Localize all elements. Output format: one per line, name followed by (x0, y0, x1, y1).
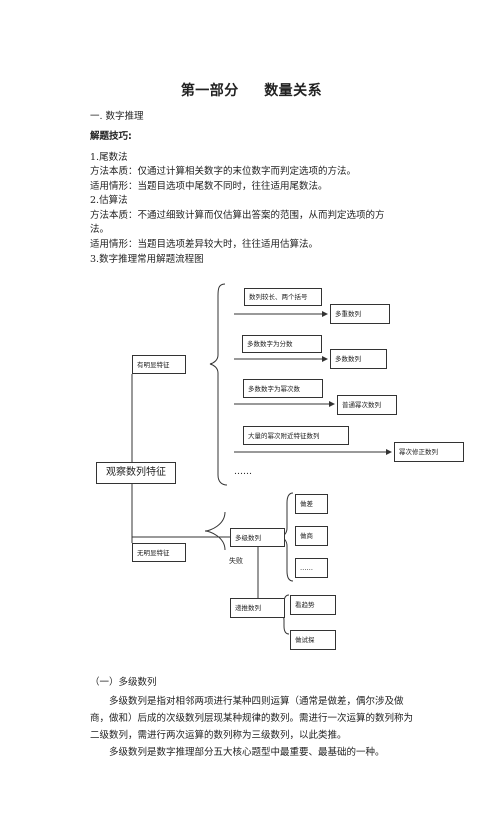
item-1-heading: 1.尾数法 (90, 152, 128, 163)
flow-heading: 3.数字推理常用解题流程图 (90, 254, 204, 265)
feature-box-2: 多数数字为分数 (242, 335, 322, 353)
item-2-heading: 2.估算法 (90, 195, 128, 206)
title-topic: 数量关系 (264, 83, 323, 99)
item-2-essence-line2: 法。 (90, 224, 110, 235)
subsection-heading: （一）多级数列 (90, 677, 157, 688)
op-box-more: …… (295, 558, 328, 578)
paragraph-2: 多级数列是数字推理部分五大核心题型中最重要、最基础的一种。 (109, 747, 385, 758)
root-box: 观察数列特征 (96, 462, 176, 484)
tips-heading: 解题技巧: (90, 131, 132, 142)
op-box-quotient: 做商 (295, 526, 328, 546)
feature-box-3: 多数数字为幂次数 (243, 379, 323, 398)
multilevel-box: 多级数列 (230, 528, 285, 547)
paragraph-1: 多级数列是指对相邻两项进行某种四则运算（通常是做差，偶尔涉及做商，做和）后成的次… (90, 696, 414, 741)
fail-label: 失败 (229, 557, 243, 565)
result-box-1: 多重数列 (330, 304, 390, 324)
item-2-essence-line1: 方法本质：不通过细致计算而仅估算出答案的范围，从而判定选项的方 (90, 210, 385, 221)
item-1-usage: 适用情形：当题目选项中尾数不同时，往往适用尾数法。 (90, 181, 328, 192)
no-obvious-feature-box: 无明显特征 (132, 543, 186, 562)
feature-ellipsis: …… (234, 467, 252, 477)
result-box-3: 普通幂次数列 (337, 395, 397, 415)
item-1-essence: 方法本质：仅通过计算相关数字的末位数字而判定选项的方法。 (90, 166, 357, 177)
section-heading: 一. 数字推理 (90, 111, 144, 122)
recursive-box: 递推数列 (230, 598, 285, 618)
feature-box-1: 数列较长、两个括号 (244, 288, 322, 306)
item-2-usage: 适用情形：当题目选项差异较大时，往往适用估算法。 (90, 239, 319, 250)
feature-box-4: 大量的幂次附近特征数列 (243, 426, 349, 445)
op-box-trend: 看趋势 (290, 595, 336, 615)
result-box-2: 多数数列 (330, 349, 387, 369)
op-box-diff: 做差 (295, 494, 328, 514)
result-box-4: 幂次修正数列 (394, 442, 464, 462)
page-title: 第一部分 数量关系 (0, 80, 503, 100)
obvious-feature-box: 有明显特征 (132, 355, 186, 374)
title-part: 第一部分 (180, 83, 239, 99)
op-box-try: 做试探 (290, 630, 336, 650)
